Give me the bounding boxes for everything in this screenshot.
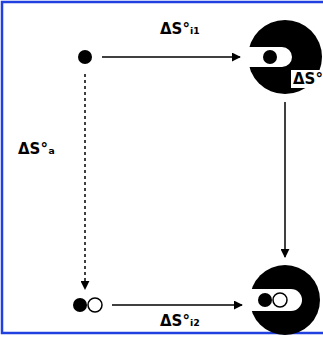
process-arrow bbox=[84, 74, 86, 289]
process-arrow bbox=[112, 304, 242, 306]
entropy-label: ΔS° bbox=[291, 70, 323, 88]
particle-shape bbox=[250, 265, 320, 335]
entropy-label: ΔS°ᵢ₂ bbox=[158, 312, 202, 330]
entropy-label: ΔS°ₐ bbox=[16, 140, 57, 158]
entropy-label: ΔS°ᵢ₁ bbox=[158, 20, 202, 38]
process-arrow bbox=[284, 102, 286, 257]
particle-shape bbox=[76, 48, 94, 66]
process-arrow bbox=[102, 56, 240, 58]
particle-outline bbox=[250, 265, 320, 335]
particle-outline bbox=[76, 48, 94, 66]
particle-outline bbox=[72, 297, 104, 313]
particle-shape bbox=[72, 297, 104, 313]
